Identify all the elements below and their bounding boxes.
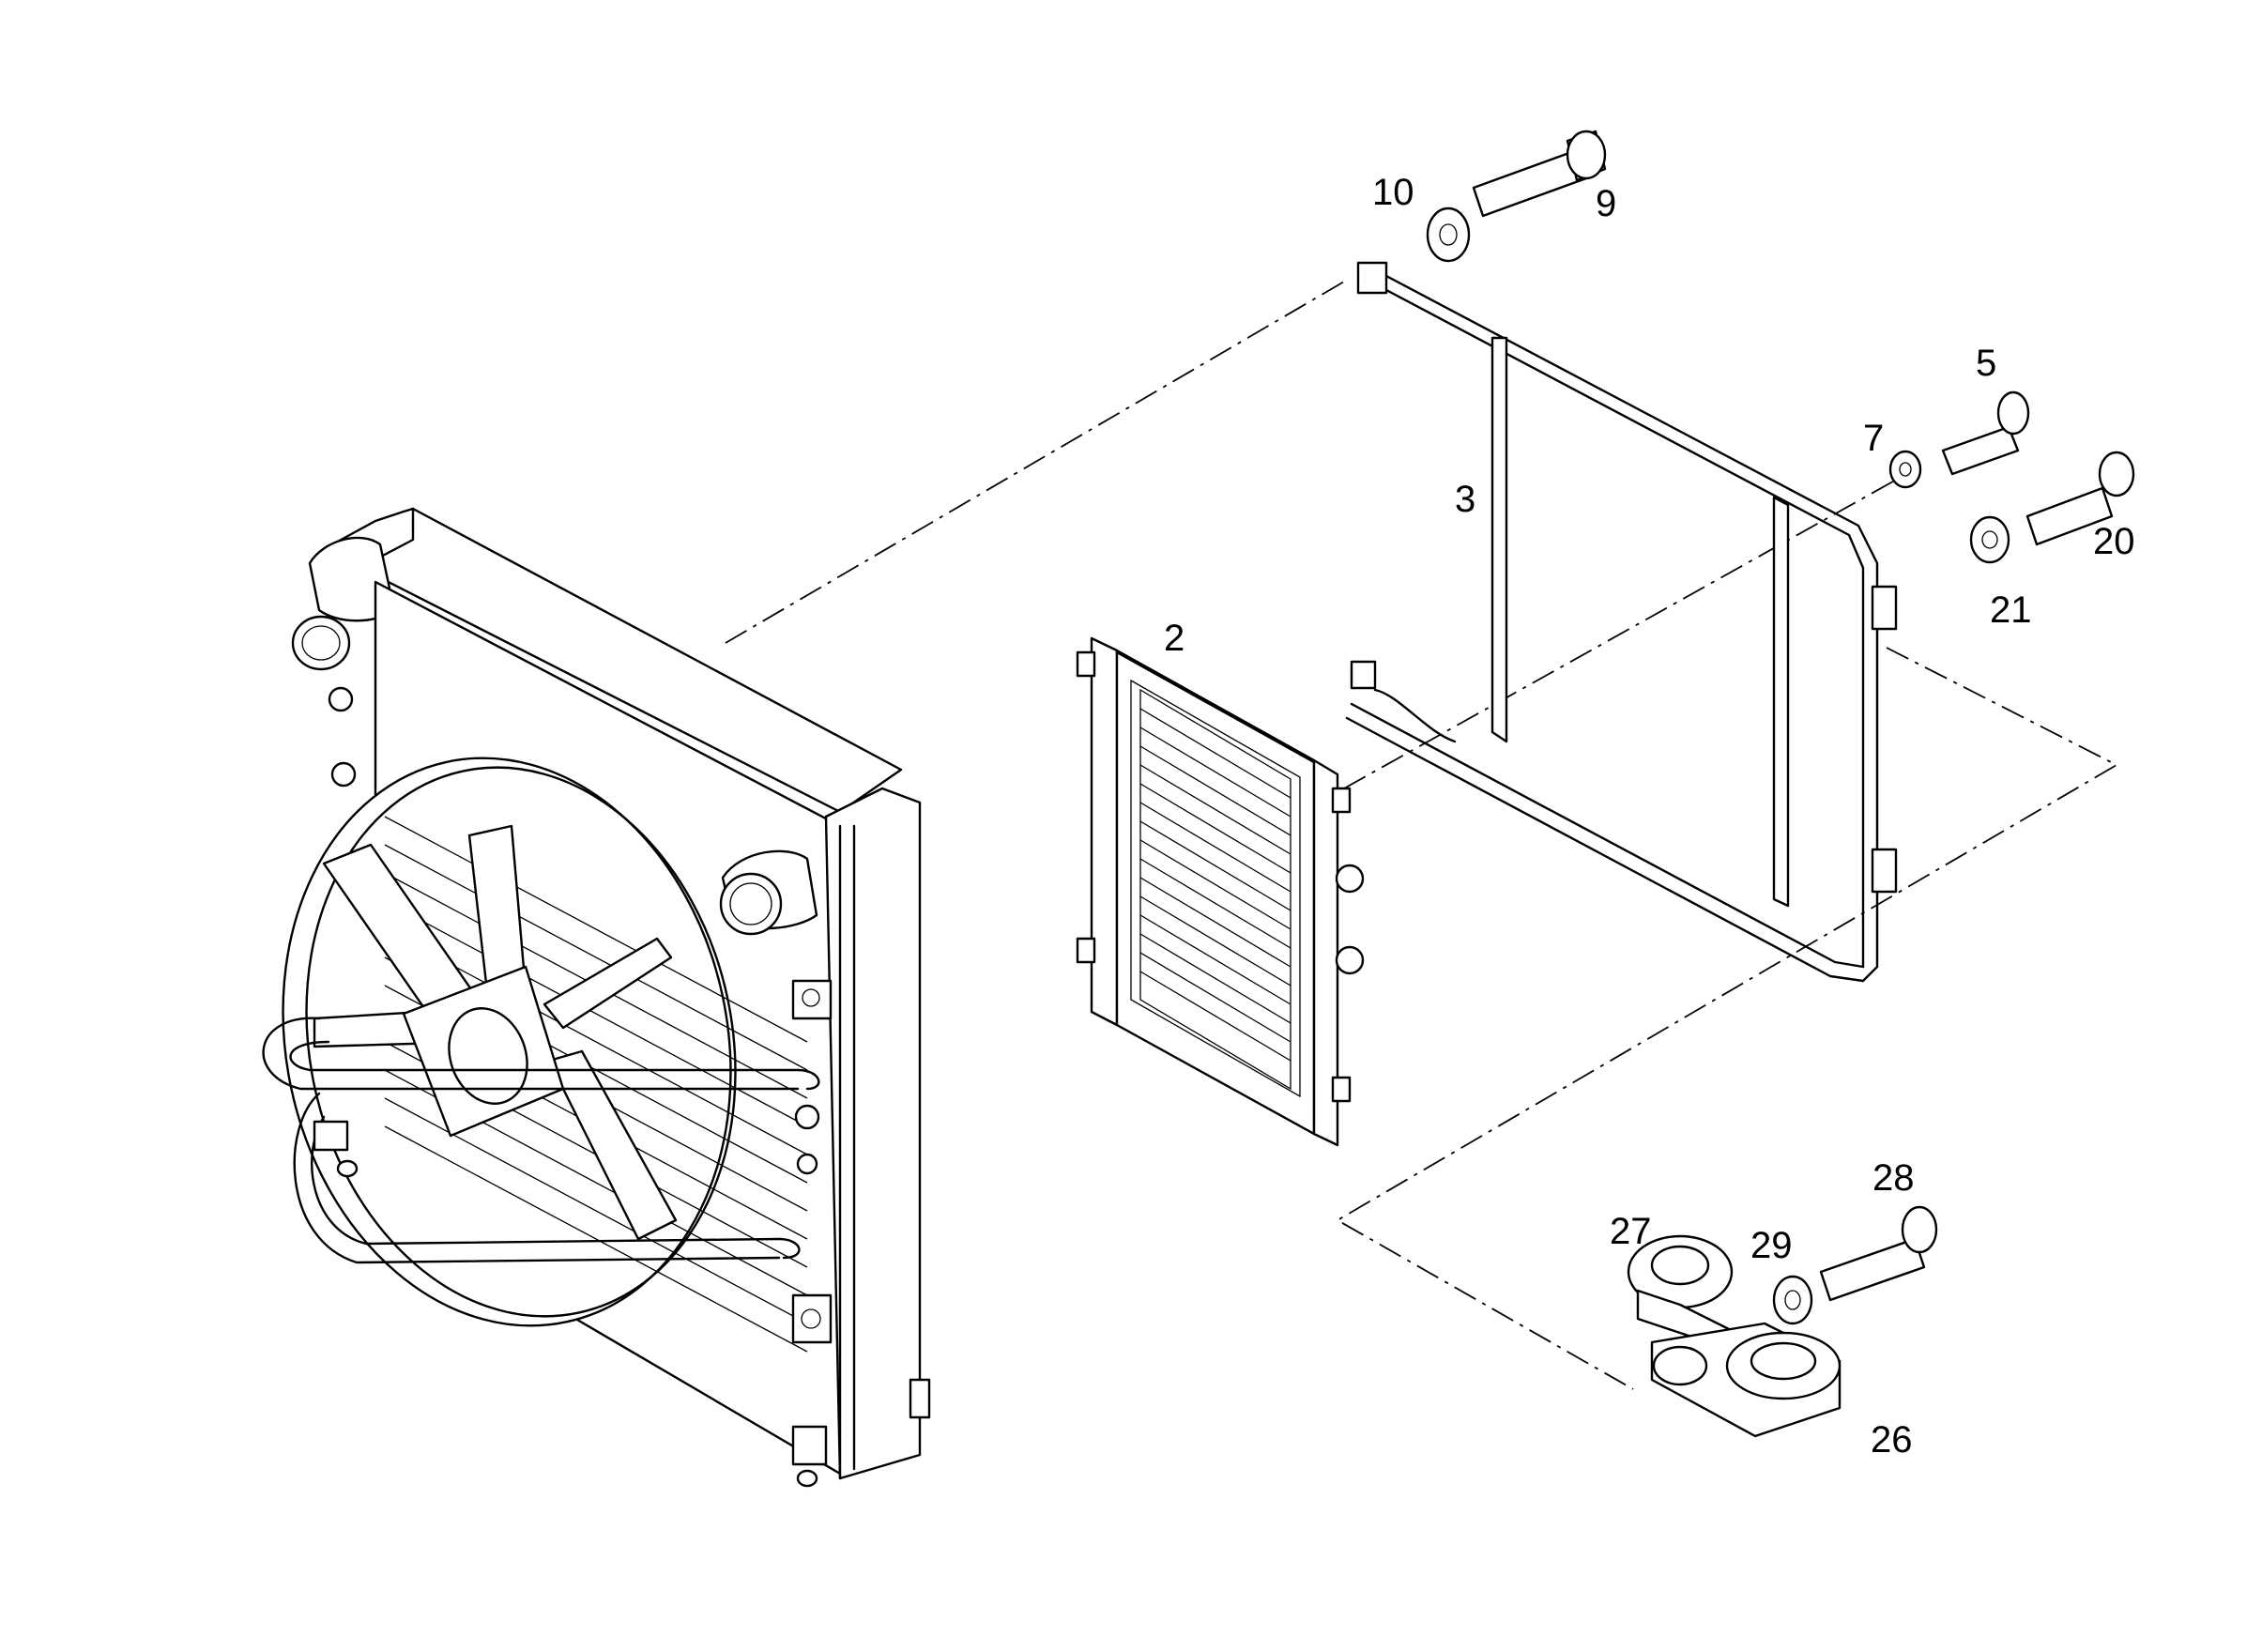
radiator-fan-assembly [262,507,931,1488]
callout-7: 7 [1863,418,1884,459]
callout-26: 26 [1871,1419,1913,1461]
part-7-washer [1888,450,1922,489]
part-20-bolt [2025,451,2135,546]
part-5-bolt [1941,390,2030,476]
part-26-clamp-lower [1650,1322,1842,1438]
part-9-bolt [1472,130,1607,218]
callout-20: 20 [2093,521,2135,562]
part-28-bolt [1819,1205,1938,1302]
assembly-lines [725,281,2118,1390]
callout-21: 21 [1990,589,2032,631]
callout-29: 29 [1750,1225,1793,1266]
callout-27: 27 [1610,1211,1652,1252]
part-10-washer [1426,206,1471,263]
part-29-washer [1772,1275,1813,1325]
callout-2: 2 [1164,618,1184,659]
callout-labels: 2 3 5 7 9 10 20 21 26 27 28 29 [1164,172,2135,1461]
callout-9: 9 [1596,183,1616,224]
part-21-washer [1969,515,2010,564]
callout-28: 28 [1872,1157,1915,1199]
part-2-oil-cooler [1076,636,1365,1147]
callout-5: 5 [1976,343,1996,384]
callout-3: 3 [1455,479,1475,520]
callout-10: 10 [1372,172,1414,213]
part-3-frame [1345,261,1898,983]
